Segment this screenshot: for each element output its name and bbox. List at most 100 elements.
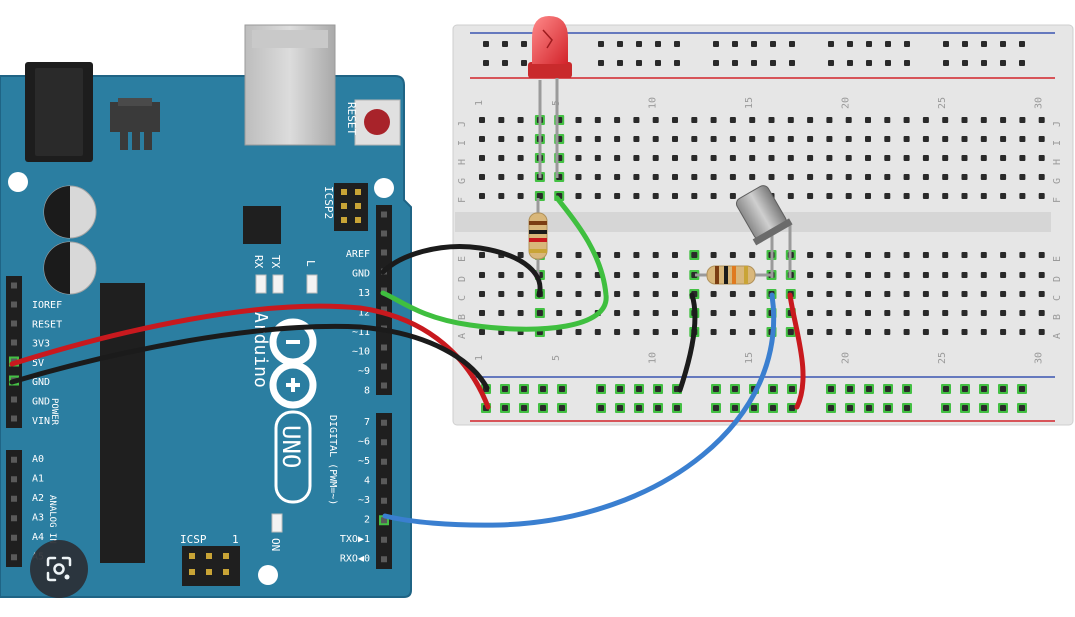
capacitor-band xyxy=(44,186,70,238)
header-pin[interactable] xyxy=(381,306,387,313)
breadboard-hole xyxy=(1038,117,1045,123)
header-pin[interactable] xyxy=(381,536,387,543)
breadboard-hole xyxy=(961,310,968,316)
breadboard-hole xyxy=(674,60,680,66)
breadboard-hole xyxy=(1019,310,1026,316)
header-pin[interactable] xyxy=(11,515,17,522)
breadboard-hole xyxy=(865,174,871,180)
wire-pin2-blue xyxy=(382,292,777,528)
breadboard-hole xyxy=(479,136,485,142)
header-pin[interactable] xyxy=(11,396,17,403)
column-number: 20 xyxy=(841,97,852,109)
breadboard-hole xyxy=(787,193,794,199)
usb-port-top xyxy=(252,30,328,48)
row-letter: F xyxy=(457,197,468,203)
breadboard-hole xyxy=(787,155,794,161)
digital-pin-label: ~5 xyxy=(358,456,370,467)
lens-button[interactable] xyxy=(30,540,88,598)
breadboard-hole xyxy=(942,193,949,199)
header-pin[interactable] xyxy=(381,249,387,256)
header-pin[interactable] xyxy=(381,439,387,446)
header-pin[interactable] xyxy=(381,419,387,426)
breadboard-hole xyxy=(614,291,621,297)
breadboard-hole xyxy=(730,384,740,394)
breadboard-hole xyxy=(479,174,485,180)
header-pin[interactable] xyxy=(11,534,17,541)
header-pin[interactable] xyxy=(381,478,387,485)
header-pin[interactable] xyxy=(381,344,387,351)
breadboard-hole xyxy=(556,291,563,297)
header-pin[interactable] xyxy=(381,458,387,465)
row-letter: A xyxy=(1052,333,1063,339)
header-pin[interactable] xyxy=(381,556,387,563)
header-pin[interactable] xyxy=(11,456,17,463)
header-pin[interactable] xyxy=(11,301,17,308)
breadboard-hole xyxy=(633,174,640,180)
reset-button-cap[interactable] xyxy=(364,109,390,135)
breadboard-hole xyxy=(942,329,949,335)
breadboard-hole xyxy=(922,193,929,199)
breadboard-hole xyxy=(575,252,582,258)
breadboard-hole xyxy=(614,155,621,161)
breadboard-hole xyxy=(1038,252,1045,258)
breadboard-hole xyxy=(922,310,929,316)
breadboard-hole xyxy=(711,403,721,413)
column-number: 25 xyxy=(937,97,948,109)
breadboard-hole xyxy=(749,117,756,123)
breadboard-hole xyxy=(575,117,582,123)
breadboard-hole xyxy=(884,252,891,258)
icsp-pin-number: 1 xyxy=(232,533,239,546)
breadboard-hole xyxy=(785,327,796,337)
breadboard-hole xyxy=(1038,272,1045,278)
header-pin[interactable] xyxy=(381,287,387,294)
header-pin[interactable] xyxy=(11,320,17,327)
breadboard-hole xyxy=(884,117,891,123)
header-pin[interactable] xyxy=(379,515,389,526)
reset-label: RESET xyxy=(345,102,358,135)
breadboard-hole xyxy=(941,384,951,394)
wires xyxy=(9,195,806,528)
header-pin[interactable] xyxy=(11,415,17,422)
led xyxy=(528,16,572,178)
breadboard-hole xyxy=(652,310,659,316)
pin-headers xyxy=(6,205,392,569)
breadboard-hole xyxy=(961,329,968,335)
header-pin[interactable] xyxy=(11,476,17,483)
breadboard-hole xyxy=(845,174,852,180)
power-pin-label: IOREF xyxy=(32,300,62,311)
breadboard-hole xyxy=(826,310,833,316)
breadboard-hole xyxy=(942,174,949,180)
breadboard-hole xyxy=(960,403,970,413)
breadboard-hole xyxy=(942,310,949,316)
breadboard-hole xyxy=(521,60,527,66)
breadboard-hole xyxy=(828,41,834,47)
breadboard-hole xyxy=(845,155,852,161)
header-pin[interactable] xyxy=(381,211,387,218)
breadboard-hole xyxy=(789,60,795,66)
breadboard-hole xyxy=(614,174,621,180)
breadboard-hole xyxy=(729,329,736,335)
breadboard-hole xyxy=(614,310,621,316)
header-pin[interactable] xyxy=(381,230,387,237)
breadboard-hole xyxy=(787,136,794,142)
wire-resistor-gnd-black xyxy=(677,292,698,393)
breadboard-hole xyxy=(575,291,582,297)
header-pin[interactable] xyxy=(11,339,17,346)
header-pin[interactable] xyxy=(11,282,17,289)
power-pin-label: GND xyxy=(32,377,50,388)
icsp2-pin xyxy=(341,217,347,223)
header-pin[interactable] xyxy=(381,497,387,504)
column-number: 30 xyxy=(1034,97,1045,109)
header-pin[interactable] xyxy=(11,495,17,502)
header-pin[interactable] xyxy=(381,363,387,370)
breadboard-hole xyxy=(942,252,949,258)
header-pin[interactable] xyxy=(11,554,17,561)
breadboard-hole xyxy=(942,117,949,123)
icsp-pin xyxy=(189,569,195,575)
breadboard-hole xyxy=(979,403,989,413)
icsp-pin xyxy=(189,553,195,559)
column-number: 5 xyxy=(551,355,562,361)
header-pin[interactable] xyxy=(381,382,387,389)
breadboard-hole xyxy=(729,136,736,142)
